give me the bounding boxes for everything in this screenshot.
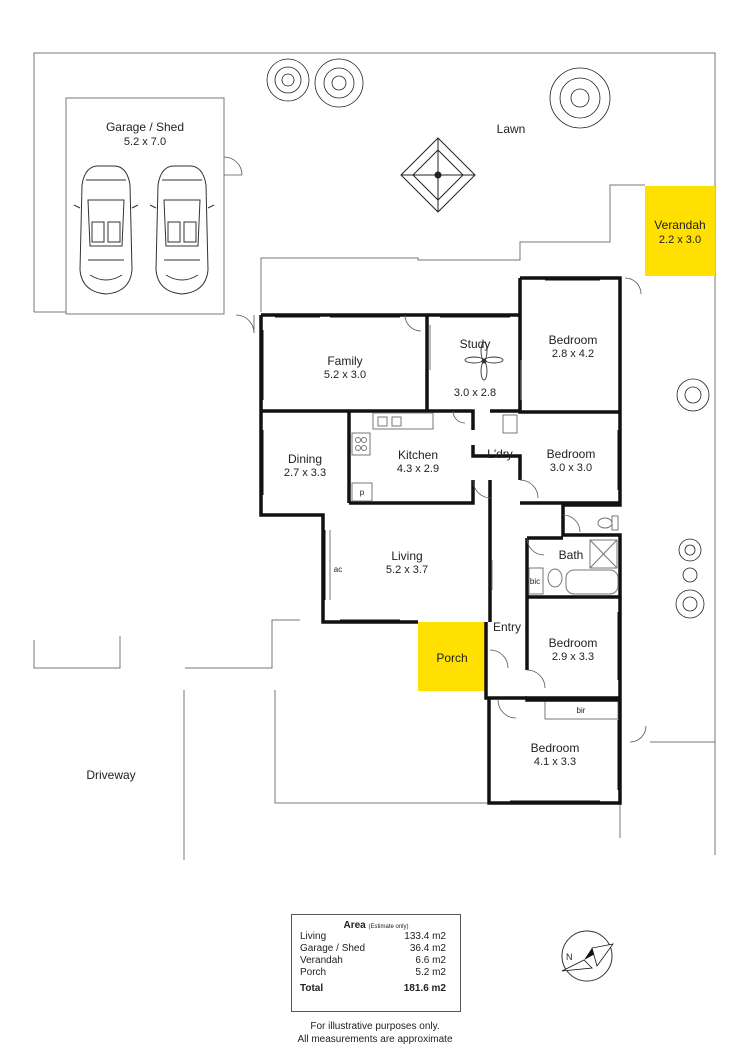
verandah-dims: 2.2 x 3.0 [659,234,701,246]
bath-fixtures [528,515,619,595]
area-row-label: Verandah [300,955,343,966]
bic-label: bic [530,577,540,586]
laundry-label: L'dry [487,447,513,461]
garage-label: Garage / Shed [106,120,184,134]
family-label: Family [327,354,362,368]
bir-label: bir [577,706,586,715]
kitchen-label: Kitchen [398,448,438,462]
porch-label: Porch [436,651,467,665]
area-total-row: Total 181.6 m2 [292,983,460,995]
verandah-area [645,186,715,276]
house-walls [259,276,622,805]
disclaimer: For illustrative purposes only. All meas… [250,1020,500,1046]
area-total-label: Total [300,983,324,994]
entry-label: Entry [493,620,521,634]
area-row-label: Porch [300,967,327,978]
kitchen-fixtures [351,412,434,502]
compass-north-label: N [566,952,573,962]
area-note: (Estimate only) [368,924,409,930]
bedroom4-dims: 4.1 x 3.3 [534,756,576,768]
bath-label: Bath [559,548,584,562]
tree-icon [266,58,710,619]
sink-icon [502,414,518,434]
bedroom3-dims: 2.9 x 3.3 [552,651,594,663]
garage-shed [65,97,243,315]
gazebo-icon [400,137,476,213]
area-row-value: 6.6 m2 [415,955,446,966]
disclaimer-line1: For illustrative purposes only. [310,1021,440,1032]
area-row-label: Garage / Shed [300,943,366,954]
area-row-label: Living [300,931,327,942]
car-icon [149,165,215,295]
study-label: Study [460,337,491,351]
area-row-value: 5.2 m2 [415,967,446,978]
area-row: Porch 5.2 m2 [292,967,460,979]
disclaimer-line2: All measurements are approximate [297,1034,453,1045]
area-title-text: Area [343,920,366,931]
bedroom1-dims: 2.8 x 4.2 [552,348,594,360]
ac-label: ac [334,565,342,574]
dining-dims: 2.7 x 3.3 [284,467,326,479]
porch-area [418,622,486,691]
area-row: Garage / Shed 36.4 m2 [292,943,460,955]
doors [235,277,647,743]
compass-icon: N [561,930,614,982]
ceiling-fan-icon [464,341,504,381]
area-row: Verandah 6.6 m2 [292,955,460,967]
family-dims: 5.2 x 3.0 [324,369,366,381]
living-dims: 5.2 x 3.7 [386,564,428,576]
area-row: Living 133.4 m2 [292,931,460,943]
driveway-label: Driveway [86,768,135,782]
car-icon [73,165,139,295]
bedroom4-label: Bedroom [531,741,580,755]
site-boundary [33,52,716,860]
area-table: Area (Estimate only) Living 133.4 m2 Gar… [291,914,461,1012]
area-total-value: 181.6 m2 [403,983,446,994]
area-row-value: 36.4 m2 [409,943,446,954]
pantry-label: p [360,488,365,497]
verandah-label: Verandah [654,218,705,232]
garage-dims: 5.2 x 7.0 [124,136,166,148]
windows [262,279,619,802]
area-row-value: 133.4 m2 [404,931,446,942]
bedroom2-dims: 3.0 x 3.0 [550,462,592,474]
area-title: Area (Estimate only) [292,920,460,931]
bedroom3-label: Bedroom [549,636,598,650]
kitchen-dims: 4.3 x 2.9 [397,463,439,475]
lawn-label: Lawn [497,122,526,136]
bedroom2-label: Bedroom [547,447,596,461]
living-label: Living [391,549,422,563]
bedroom1-label: Bedroom [549,333,598,347]
study-dims: 3.0 x 2.8 [454,387,496,399]
dining-label: Dining [288,452,322,466]
